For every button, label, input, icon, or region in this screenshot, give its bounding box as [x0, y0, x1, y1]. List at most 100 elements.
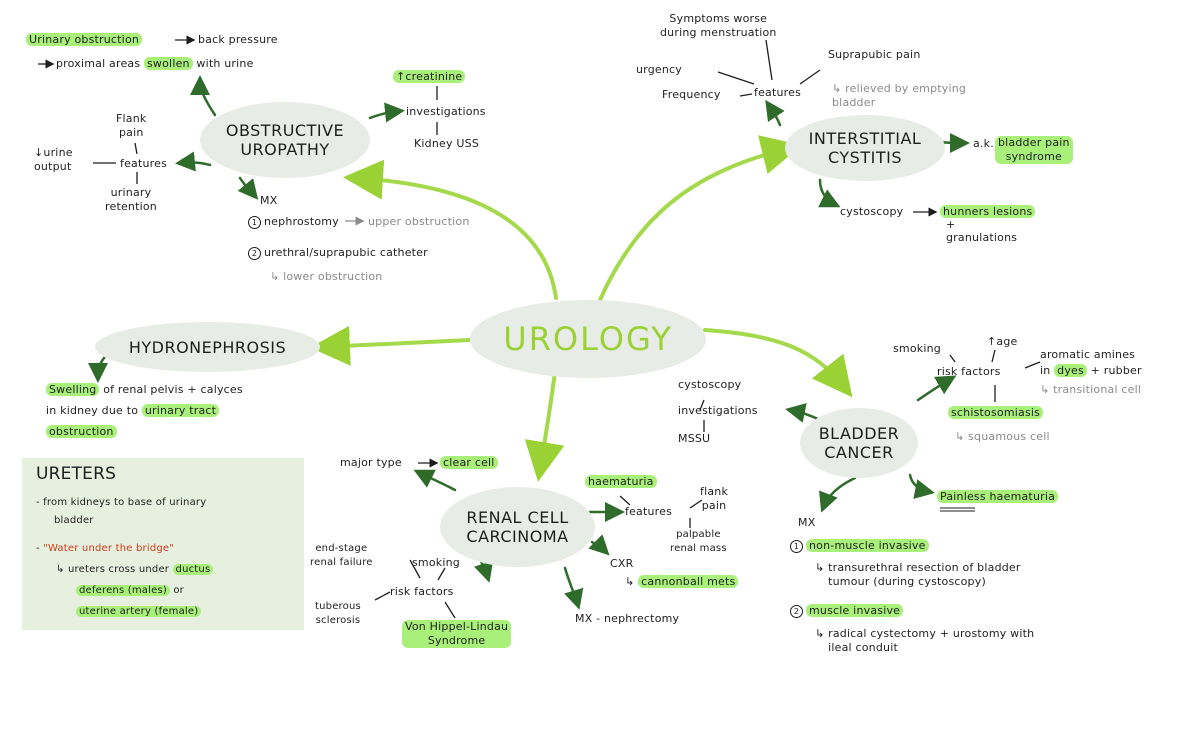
return-arrow-icon: ↳: [1040, 383, 1054, 396]
bladder-investigations: investigations: [678, 404, 758, 417]
hydronephrosis-title: HYDRONEPHROSIS: [128, 337, 287, 357]
turbt-line: ↳ transurethral resection of bladder tum…: [815, 561, 1021, 589]
bladder-smoking: smoking: [893, 342, 941, 355]
proximal-areas-label: proximal areas: [56, 57, 141, 70]
painless-wrap: Painless haematuria: [937, 490, 1059, 504]
clear-cell-label: clear cell: [440, 456, 498, 469]
return-arrow-icon: ↳: [815, 627, 829, 640]
renal-smoking: smoking: [412, 556, 460, 569]
renal-flank-pain: flank pain: [700, 485, 729, 512]
in-label: in: [1040, 364, 1051, 377]
squamous-line: ↳ squamous cell: [955, 430, 1050, 444]
radical-label: radical cystectomy + urostomy with ileal…: [828, 627, 1035, 654]
relieved-label: relieved by emptying bladder: [832, 82, 967, 109]
creatinine-label: ↑creatinine: [393, 70, 466, 83]
renal-cell-carcinoma-bubble: RENAL CELL CARCINOMA: [440, 487, 595, 567]
or-label: or: [173, 585, 184, 596]
bladder-pain-wrap: bladder pain syndrome: [995, 136, 1073, 164]
ureters-panel: URETERS - from kidneys to base of urinar…: [22, 458, 304, 630]
urgency-label: urgency: [636, 63, 682, 76]
obstructive-urine-output: ↓urine output: [34, 146, 73, 173]
obstructive-flank-pain: Flank pain: [116, 112, 147, 139]
branch-bladder: [703, 328, 853, 398]
nephrostomy-label: nephrostomy: [264, 215, 339, 228]
cannonball-line: ↳ cannonball mets: [625, 575, 739, 589]
symptoms-worse: Symptoms worse during menstruation: [660, 12, 777, 39]
return-arrow-icon: ↳: [625, 575, 639, 588]
number-2-icon: 2: [790, 604, 803, 618]
renal-features: features: [625, 505, 673, 518]
urethral-catheter-label: urethral/suprapubic catheter: [264, 246, 428, 259]
bladder-mx: MX: [798, 516, 816, 529]
non-muscle-label: non-muscle invasive: [806, 539, 929, 552]
obstruction-line: Urinary obstruction: [26, 33, 143, 47]
dyes-line: in dyes + rubber: [1040, 364, 1142, 378]
number-2-icon: 2: [248, 246, 261, 260]
dyes-label: dyes: [1054, 364, 1087, 377]
water-under-bridge: "Water under the bridge": [43, 543, 175, 554]
uterine-label: uterine artery (female): [76, 606, 202, 617]
swollen-label: swollen: [144, 57, 193, 70]
branch-hydronephrosis: [310, 325, 472, 366]
obstructive-features: features: [120, 157, 168, 170]
uterine-line: uterine artery (female): [76, 605, 202, 619]
number-1-icon: 1: [248, 215, 261, 229]
interstitial-title: INTERSTITIAL CYSTITIS: [808, 129, 922, 167]
ureters-line-2: bladder: [54, 515, 94, 526]
return-arrow-icon: ↳: [56, 564, 68, 575]
obstructive-mx: MX: [260, 194, 278, 207]
creatinine-wrap: ↑creatinine: [393, 70, 466, 84]
center-title: UROLOGY: [503, 320, 673, 358]
upper-obstruction-label: upper obstruction: [368, 215, 470, 228]
schisto-label: schistosomiasis: [948, 406, 1044, 419]
transitional-line: ↳ transitional cell: [1040, 383, 1141, 397]
hydro-line-3: obstruction: [46, 425, 117, 439]
granulations-label: + granulations: [946, 218, 1018, 244]
renal-title: RENAL CELL CARCINOMA: [466, 508, 569, 546]
obstructive-investigations: investigations: [406, 105, 486, 118]
vhl-label: Von Hippel-Lindau Syndrome: [402, 620, 512, 648]
interstitial-features: features: [754, 86, 802, 99]
swelling-label: Swelling: [46, 383, 100, 396]
bladder-mssu: MSSU: [678, 432, 711, 445]
hydro-line-2: in kidney due to urinary tract: [46, 404, 220, 418]
turbt-label: transurethral resection of bladder tumou…: [828, 561, 1021, 588]
renal-mx: MX - nephrectomy: [575, 612, 680, 625]
return-arrow-icon: ↳: [955, 430, 969, 443]
ureters-title: URETERS: [36, 464, 117, 484]
interstitial-cystoscopy: cystoscopy: [840, 205, 904, 218]
frequency-label: Frequency: [662, 88, 721, 101]
aka-label: a.k.: [973, 137, 994, 150]
bladder-title: BLADDER CANCER: [818, 424, 900, 462]
vhl-wrap: Von Hippel-Lindau Syndrome: [402, 620, 512, 648]
lower-obstruction-label: lower obstruction: [283, 270, 383, 283]
with-urine-label: with urine: [196, 57, 254, 70]
hunners-wrap: hunners lesions: [940, 205, 1036, 219]
muscle-invasive-label: muscle invasive: [806, 604, 904, 617]
schisto-wrap: schistosomiasis: [948, 406, 1044, 420]
of-renal-label: of renal pelvis + calyces: [103, 383, 243, 396]
aromatic-amines: aromatic amines: [1040, 348, 1136, 361]
obstructive-urinary-retention: urinary retention: [105, 186, 157, 213]
branch-renal: [524, 370, 565, 482]
bladder-pain-syndrome-label: bladder pain syndrome: [995, 136, 1073, 164]
bladder-risk-factors: risk factors: [937, 365, 1001, 378]
transitional-label: transitional cell: [1053, 383, 1142, 396]
hydronephrosis-bubble: HYDRONEPHROSIS: [95, 322, 320, 372]
back-pressure-label: back pressure: [198, 33, 278, 46]
branch-obstructive: [343, 159, 558, 300]
renal-haematuria-label: haematuria: [585, 475, 657, 488]
bladder-cystoscopy: cystoscopy: [678, 378, 742, 391]
clear-cell-wrap: clear cell: [440, 456, 498, 470]
rubber-label: + rubber: [1090, 364, 1142, 377]
obstruction-label: obstruction: [46, 425, 117, 438]
number-1-icon: 1: [790, 539, 803, 553]
hydro-line-1: Swelling of renal pelvis + calyces: [46, 383, 243, 397]
hunners-label: hunners lesions: [940, 205, 1036, 218]
interstitial-cystitis-bubble: INTERSTITIAL CYSTITIS: [785, 115, 945, 181]
lower-obstruction-line: ↳ lower obstruction: [270, 270, 382, 284]
ureters-quote-line: - "Water under the bridge": [36, 542, 174, 556]
ureters-line-1: - from kidneys to base of urinary: [36, 497, 207, 508]
